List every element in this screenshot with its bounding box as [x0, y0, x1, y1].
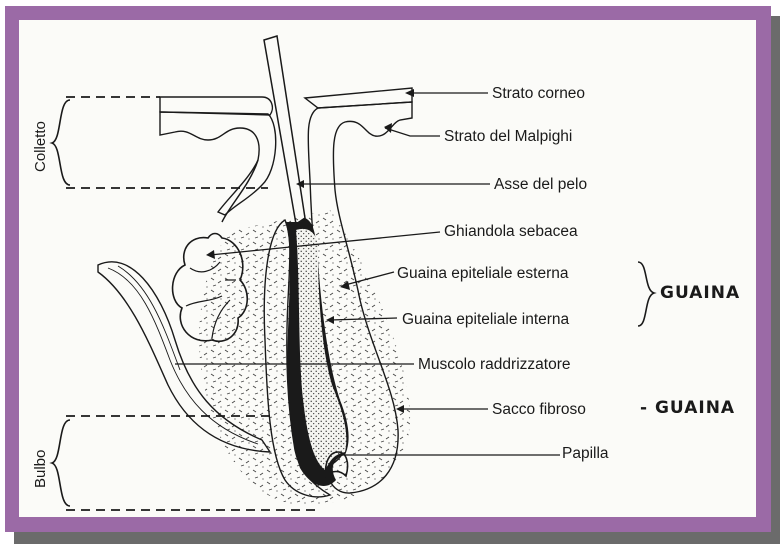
group-label-guaina-fibrosa: - GUAINA [640, 398, 735, 418]
label-guaina-interna: Guaina epiteliale interna [402, 311, 570, 328]
group-label-guaina: GUAINA [660, 283, 740, 303]
label-strato-corneo: Strato corneo [492, 85, 585, 102]
colletto-label: Colletto [32, 121, 49, 172]
label-asse-pelo: Asse del pelo [494, 176, 587, 193]
label-papilla: Papilla [562, 445, 609, 462]
label-strato-malpighi: Strato del Malpighi [444, 128, 572, 145]
bulbo-label: Bulbo [32, 450, 49, 488]
label-ghiandola-sebacea: Ghiandola sebacea [444, 223, 578, 240]
label-guaina-esterna: Guaina epiteliale esterna [397, 265, 569, 282]
label-sacco-fibroso: Sacco fibroso [492, 401, 586, 418]
label-muscolo: Muscolo raddrizzatore [418, 356, 570, 373]
